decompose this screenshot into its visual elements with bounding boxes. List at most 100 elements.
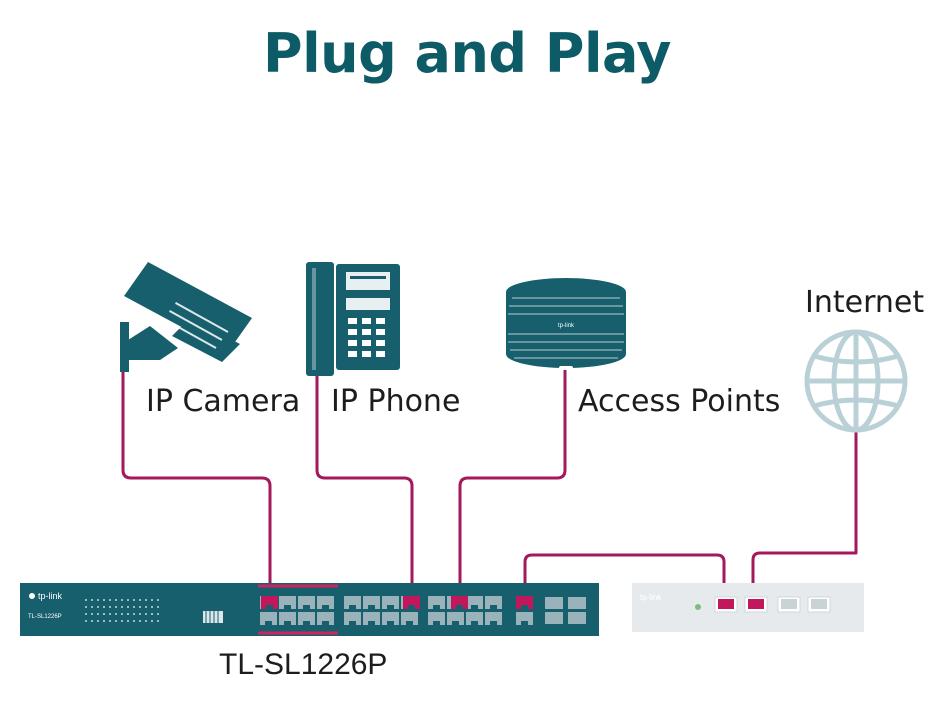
led-dot — [121, 613, 123, 615]
port — [279, 612, 296, 625]
port — [382, 612, 399, 625]
led-dot — [109, 613, 111, 615]
router-power-led — [695, 604, 701, 610]
access-point-icon: tp-link — [506, 278, 626, 370]
label-ip-camera: IP Camera — [146, 384, 301, 419]
port — [344, 596, 361, 609]
led-dot — [103, 599, 105, 601]
switch-device: tp-link TL-SL1226P — [20, 583, 599, 636]
led-dot — [91, 606, 93, 608]
port — [466, 612, 483, 625]
cable-uplink — [523, 553, 726, 600]
label-internet: Internet — [805, 285, 925, 320]
phone-icon — [306, 262, 400, 376]
led-dot — [121, 599, 123, 601]
led-dot — [133, 613, 135, 615]
port-active — [261, 596, 278, 609]
router-port — [744, 596, 768, 613]
cable-phone — [315, 370, 414, 600]
port-active — [403, 596, 420, 609]
router-port — [777, 596, 801, 613]
led-dot — [91, 613, 93, 615]
led-dot — [109, 620, 111, 622]
led-dot — [85, 606, 87, 608]
led-dot — [157, 606, 159, 608]
led-dot — [151, 599, 153, 601]
led-dot — [115, 613, 117, 615]
led-dot — [97, 613, 99, 615]
router-port — [714, 596, 738, 613]
led-dot — [133, 606, 135, 608]
port — [279, 596, 296, 609]
label-access-points: Access Points — [578, 384, 781, 419]
led-dot — [91, 599, 93, 601]
led-dot — [151, 620, 153, 622]
led-dot — [157, 613, 159, 615]
led-dot — [139, 606, 141, 608]
switch-brand-logo: tp-link — [38, 591, 63, 601]
cable-access-point — [458, 368, 567, 600]
camera-icon — [120, 262, 252, 372]
switch-model-small: TL-SL1226P — [28, 614, 62, 620]
led-dot — [109, 606, 111, 608]
router-ports — [714, 596, 831, 613]
led-dot — [133, 599, 135, 601]
port — [298, 612, 315, 625]
router-device: tp-link — [632, 583, 864, 632]
ap-logo: tp-link — [558, 323, 575, 329]
led-dot — [127, 613, 129, 615]
router-brand-logo: tp-link — [640, 593, 662, 602]
port — [485, 596, 502, 609]
cable-camera — [121, 370, 272, 600]
globe-icon — [804, 329, 908, 433]
port — [485, 612, 502, 625]
led-dot — [139, 620, 141, 622]
switch-ports — [260, 596, 533, 625]
port — [516, 612, 533, 625]
port — [260, 612, 277, 625]
led-dot — [133, 620, 135, 622]
diagram-title: Plug and Play — [263, 22, 671, 85]
led-dot — [139, 613, 141, 615]
led-dot — [145, 606, 147, 608]
led-dot — [145, 599, 147, 601]
led-dot — [103, 606, 105, 608]
port — [401, 612, 418, 625]
led-dot — [85, 620, 87, 622]
led-dot — [157, 599, 159, 601]
port-active — [451, 596, 468, 609]
port — [428, 596, 445, 609]
led-dot — [115, 620, 117, 622]
port — [317, 596, 334, 609]
brand-mark-icon — [29, 593, 35, 599]
led-dot — [109, 599, 111, 601]
led-dot — [85, 613, 87, 615]
led-dot — [85, 599, 87, 601]
led-dot — [127, 620, 129, 622]
led-dot — [97, 620, 99, 622]
led-dot — [103, 620, 105, 622]
led-dot — [151, 613, 153, 615]
router-port — [807, 596, 831, 613]
led-dot — [151, 606, 153, 608]
port — [363, 612, 380, 625]
port — [466, 596, 483, 609]
label-ip-phone: IP Phone — [331, 384, 461, 419]
switch-led-grid — [85, 599, 159, 622]
port-active — [516, 596, 533, 609]
led-dot — [127, 599, 129, 601]
port — [382, 596, 399, 609]
led-dot — [157, 620, 159, 622]
port — [344, 612, 361, 625]
led-dot — [121, 606, 123, 608]
led-dot — [103, 613, 105, 615]
led-dot — [139, 599, 141, 601]
led-dot — [97, 599, 99, 601]
led-dot — [115, 606, 117, 608]
led-dot — [121, 620, 123, 622]
cable-internet — [751, 428, 858, 600]
led-dot — [145, 613, 147, 615]
led-dot — [145, 620, 147, 622]
